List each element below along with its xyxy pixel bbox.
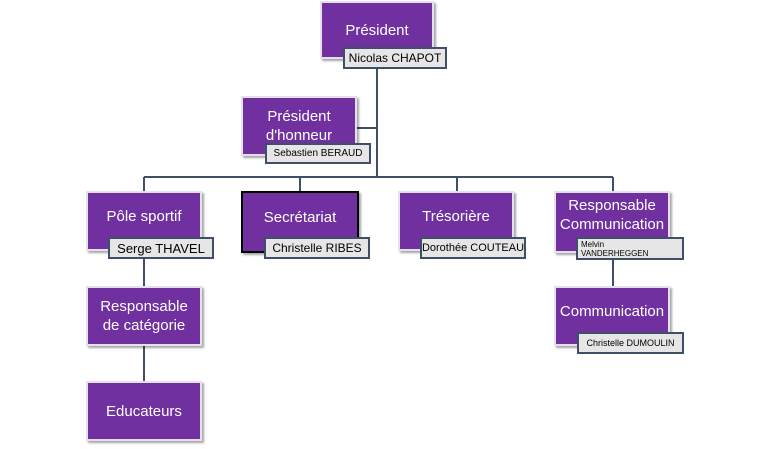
node-honorary-name: Sebastien BERAUD — [265, 143, 371, 164]
node-educators-title: Educateurs — [106, 402, 182, 420]
node-comm-manager-name-text: Melvin VANDERHEGGEN — [581, 239, 649, 258]
node-president-title: Président — [345, 21, 409, 39]
node-honorary-title: Président d'honneur — [265, 108, 333, 144]
node-sport-name: Serge THAVEL — [108, 237, 214, 259]
node-communication-title: Communication — [559, 302, 665, 320]
node-treasurer-title: Trésorière — [422, 207, 490, 225]
node-sport-title: Pôle sportif — [106, 207, 182, 225]
node-secretariat-title: Secrétariat — [263, 208, 337, 226]
node-treasurer-name: Dorothée COUTEAU — [420, 237, 526, 259]
node-comm-manager-title: Responsable Communication — [559, 197, 665, 233]
node-category-manager-title: Responsable de catégorie — [100, 298, 188, 334]
node-educators[interactable]: Educateurs — [86, 381, 202, 441]
node-category-manager[interactable]: Responsable de catégorie — [86, 286, 202, 346]
node-secretariat-name: Christelle RIBES — [264, 237, 370, 259]
node-comm-manager-name: Melvin VANDERHEGGEN — [576, 237, 684, 260]
node-president-name: Nicolas CHAPOT — [343, 47, 447, 69]
node-communication-name: Christelle DUMOULIN — [577, 332, 684, 354]
